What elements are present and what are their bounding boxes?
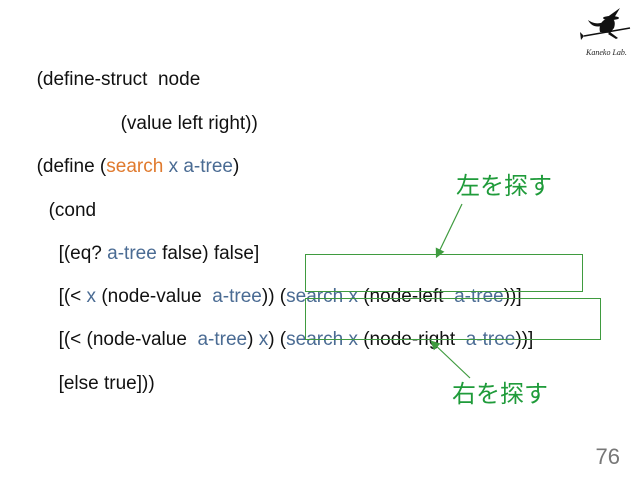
annotation-search-left: 左を探す [456, 172, 552, 200]
param-x: x [168, 156, 179, 177]
var-x: x [86, 286, 97, 307]
code-text: ) [233, 156, 240, 177]
code-text: ) ( [268, 329, 287, 350]
code-text: false) false] [156, 243, 260, 264]
var-x: x [348, 286, 358, 307]
code-text: [else true])) [58, 373, 155, 394]
code-text: (node-value [96, 286, 213, 307]
code-line-3: (define (search x a-tree) [26, 131, 240, 179]
witch-on-broom-icon [580, 8, 631, 40]
var-a-tree: a-tree [107, 243, 157, 264]
code-line-2: (value left right)) [110, 88, 258, 136]
code-line-8: [else true])) [48, 348, 155, 396]
highlight-box-right-search [305, 298, 601, 340]
code-text: (define-struct node [36, 69, 201, 90]
var-x: x [258, 329, 269, 350]
code-text: )) ( [261, 286, 287, 307]
code-text: [(eq? [58, 243, 108, 264]
code-line-4: (cond [38, 175, 97, 223]
param-a-tree: a-tree [183, 156, 233, 177]
function-name: search [106, 156, 164, 177]
page-number: 76 [595, 444, 620, 469]
annotation-search-right: 右を探す [452, 380, 548, 408]
code-text: [(< [58, 286, 87, 307]
var-a-tree: a-tree [197, 329, 248, 350]
lab-logo: Kaneko Lab. [580, 6, 634, 58]
code-text: (value left right)) [120, 113, 258, 134]
logo-caption: Kaneko Lab. [586, 48, 627, 57]
arrow-to-left-search [435, 203, 463, 259]
code-text: (cond [48, 200, 97, 221]
var-a-tree: a-tree [212, 286, 262, 307]
code-text: ) [247, 329, 259, 350]
code-text: (define ( [36, 156, 107, 177]
code-text: [(< (node-value [58, 329, 198, 350]
code-line-1: (define-struct node [26, 44, 201, 92]
arrow-to-right-search [430, 340, 471, 379]
code-line-5: [(eq? a-tree false) false] [48, 218, 260, 266]
